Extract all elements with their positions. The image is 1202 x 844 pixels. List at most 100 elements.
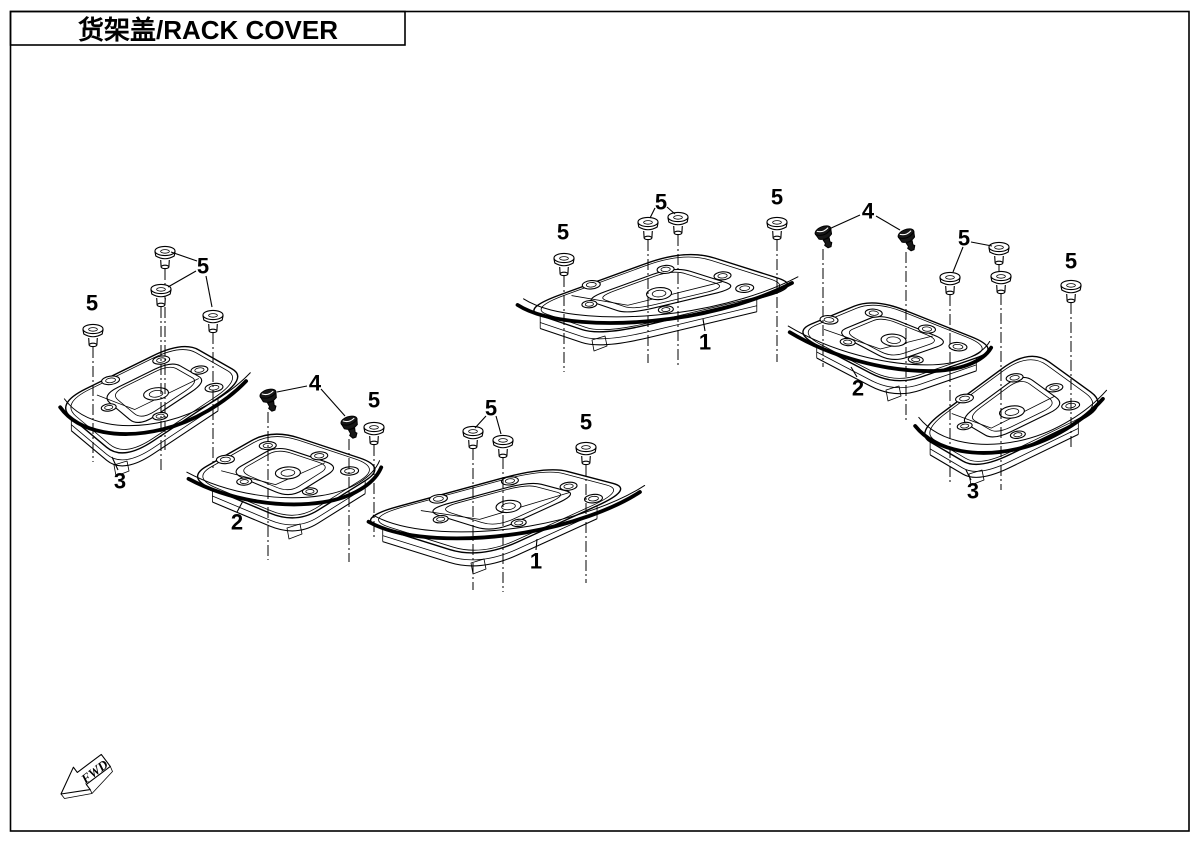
plate-groove xyxy=(186,465,384,507)
screw-head-top xyxy=(637,216,659,228)
screw-tip xyxy=(208,328,218,334)
screw-head-top xyxy=(988,241,1010,253)
push-rivet-icon xyxy=(259,388,277,412)
callout-5: 5 xyxy=(557,220,569,245)
plate-hole-inner xyxy=(563,483,574,489)
fwd-arrow: FWD xyxy=(60,753,113,799)
fwd-arrow-thickness xyxy=(60,766,113,799)
plate-side-wall xyxy=(212,493,366,532)
screw-head-top xyxy=(667,211,689,223)
plate-hole-inner xyxy=(194,367,205,373)
callout-5: 5 xyxy=(368,388,380,413)
centerlines xyxy=(92,235,1072,592)
screw-icon xyxy=(492,434,514,459)
plate-hole xyxy=(428,493,448,504)
screw-tip xyxy=(996,289,1006,295)
callout-leader xyxy=(649,207,656,219)
screw-icon xyxy=(553,252,575,277)
plate-foot xyxy=(968,469,985,486)
plate-hole xyxy=(656,264,675,274)
rivet-highlight xyxy=(342,417,355,423)
plate-rib xyxy=(951,396,1055,429)
screw-tip xyxy=(643,235,653,241)
plate-hole-inner xyxy=(104,405,114,410)
plate-hole-inner xyxy=(588,495,599,502)
plate-hole xyxy=(583,493,604,504)
plate-rib xyxy=(571,281,722,306)
screw-icon xyxy=(988,241,1010,266)
plate-side-step xyxy=(71,404,219,461)
plate-hole xyxy=(274,466,301,480)
screw-icon xyxy=(462,425,484,450)
screw-tip xyxy=(994,260,1004,266)
plate-hole-inner xyxy=(239,479,249,484)
screw-slot xyxy=(643,220,653,225)
part-label-tick xyxy=(111,456,119,471)
plate-hole xyxy=(819,315,839,325)
part-label-tick xyxy=(850,366,858,378)
callout-leader xyxy=(875,215,901,231)
rivet-collar xyxy=(340,418,358,430)
plate-rim xyxy=(807,304,983,379)
screw-head-top xyxy=(766,216,788,228)
plate-hole-inner xyxy=(960,423,970,429)
screw-slot xyxy=(1066,283,1076,288)
screw-head-top xyxy=(202,309,224,321)
plate-hole-inner xyxy=(155,413,165,419)
screw-tip xyxy=(673,230,683,236)
screw-slot xyxy=(945,275,955,280)
plate-foot xyxy=(885,385,902,402)
plate-foot xyxy=(470,558,487,575)
plate-2-right xyxy=(787,302,994,402)
plate-hole xyxy=(657,305,674,314)
plate-hole xyxy=(998,405,1025,419)
plate-hole-inner xyxy=(952,343,964,350)
plate-foot xyxy=(286,523,303,540)
screw-slot xyxy=(581,445,591,450)
push-rivet-icon xyxy=(897,228,916,252)
plate-hole xyxy=(581,300,598,309)
plate-hole xyxy=(880,333,907,347)
callout-leader xyxy=(952,246,964,273)
callout-leader xyxy=(205,275,213,308)
plate-side-wall xyxy=(929,433,1079,478)
rivet-stem xyxy=(266,400,277,412)
part-label-tick xyxy=(236,500,244,513)
plate-hole-inner xyxy=(105,377,116,384)
callout-leader xyxy=(666,206,676,215)
screw-head-top xyxy=(154,245,176,257)
leader-lines xyxy=(111,206,993,551)
rivet-stem xyxy=(822,236,833,249)
screw-icon xyxy=(766,216,788,241)
plate-hole xyxy=(735,283,755,294)
plate-hole-inner xyxy=(585,282,597,288)
screw-icon xyxy=(154,245,176,270)
screw-slot xyxy=(160,249,170,254)
plate-hole xyxy=(907,355,924,364)
callout-5: 5 xyxy=(655,190,667,215)
plate-hole-inner xyxy=(436,516,446,522)
plate-hole-inner xyxy=(208,384,220,391)
callout-leader xyxy=(474,415,487,429)
screw-tip xyxy=(156,302,166,308)
plate-hole xyxy=(713,271,732,281)
rivet-stem xyxy=(347,427,358,439)
cover-plates xyxy=(58,253,1108,575)
page-border xyxy=(9,10,1190,832)
plate-groove xyxy=(787,330,994,373)
screw-head-top xyxy=(462,425,484,437)
screw-icon xyxy=(667,211,689,236)
rivet-highlight xyxy=(899,230,912,236)
plate-hole-inner xyxy=(148,390,164,398)
plate-groove-edge xyxy=(523,276,799,318)
rivet-collar xyxy=(259,391,277,403)
callout-leader xyxy=(170,251,198,262)
plate-hole-inner xyxy=(314,453,325,459)
plate-recess-inner xyxy=(115,366,195,417)
plate-hole-inner xyxy=(156,357,167,363)
screw-head-top xyxy=(575,441,597,453)
plate-hole xyxy=(495,499,522,514)
plate-hole-inner xyxy=(584,301,594,307)
screw-icon xyxy=(202,309,224,334)
